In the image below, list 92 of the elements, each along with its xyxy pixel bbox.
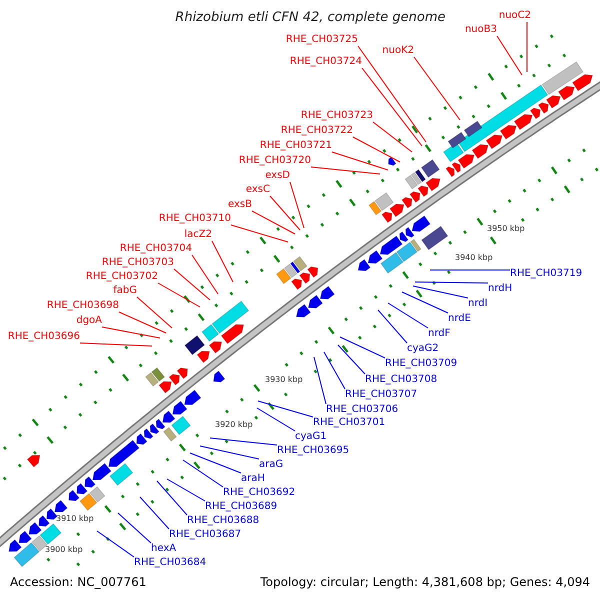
gene-label: nrdE [448, 313, 471, 325]
leader-line [190, 452, 242, 474]
gene-label: cyaG1 [295, 431, 327, 443]
gene-label: RHE_CH03722 [280, 125, 353, 137]
leader-line [80, 342, 152, 346]
gene-label: RHE_CH03689 [205, 501, 278, 513]
scale-label: 3950 kbp [487, 224, 525, 234]
scale-label: 3920 kbp [215, 420, 253, 430]
gene-label: RHE_CH03725 [286, 34, 358, 46]
leader-line [496, 36, 522, 76]
leader-line [182, 460, 224, 488]
leader-line [338, 344, 366, 374]
leader-line [340, 336, 386, 358]
footer-text: Topology: circular; Length: 4,381,608 bp; Genes: 4,094 [260, 575, 590, 589]
leader-line [270, 196, 300, 230]
leader-line [402, 292, 448, 314]
gene-label: nrdF [428, 328, 450, 340]
leader-line [252, 210, 296, 234]
leader-line [310, 166, 380, 174]
leader-line [156, 480, 188, 516]
gene-label: nuoK2 [382, 45, 414, 57]
scale-label: 3900 kbp [45, 545, 83, 555]
leader-line [230, 224, 288, 242]
gene-label: RHE_CH03709 [385, 358, 458, 370]
leader-line [412, 286, 468, 298]
gene-label: RHE_CH03698 [46, 300, 119, 312]
leader-line [314, 356, 326, 404]
gene-label: RHE_CH03723 [300, 110, 373, 122]
gene-label: RHE_CH03692 [223, 487, 296, 499]
gene-label: RHE_CH03702 [86, 271, 158, 283]
leader-line [118, 312, 166, 334]
gene-label: exsD [265, 170, 290, 182]
gene-label: RHE_CH03704 [120, 243, 192, 255]
leader-line [210, 438, 278, 446]
leader-line [352, 136, 400, 162]
leader-line [378, 310, 408, 344]
leader-line [526, 22, 528, 72]
gene-label: RHE_CH03706 [326, 404, 398, 416]
gene-label: RHE_CH03695 [277, 445, 350, 457]
gene-label: RHE_CH03703 [102, 257, 174, 269]
leader-line [414, 56, 460, 120]
footer-text: Accession: NC_007761 [10, 575, 146, 589]
gene-label: nuoB3 [464, 24, 497, 36]
gene-label: RHE_CH03710 [158, 213, 231, 225]
leader-line [362, 68, 422, 146]
gene-label: RHE_CH03707 [345, 389, 418, 401]
leader-line [372, 122, 412, 152]
gene-label: RHE_CH03708 [365, 374, 438, 386]
scale-label: 3940 kbp [455, 253, 493, 263]
leader-line [118, 512, 152, 544]
leader-line [166, 478, 206, 502]
leader-line [96, 530, 134, 558]
gene-label: hexA [151, 543, 176, 555]
gene-label: nuoC2 [498, 10, 531, 22]
leader-line [140, 496, 170, 530]
gene-label: RHE_CH03687 [169, 529, 242, 541]
leader-line [358, 46, 426, 142]
gene-label: lacZ2 [184, 229, 212, 241]
gene-label: dgoA [76, 315, 102, 327]
leader-line [414, 282, 488, 284]
leader-line [388, 302, 428, 328]
leader-line [212, 240, 234, 282]
leader-line [324, 352, 346, 390]
gene-label: RHE_CH03721 [260, 140, 332, 152]
gene-label: RHE_CH03720 [238, 155, 311, 167]
gene-label: RHE_CH03719 [510, 268, 582, 280]
leader-line [290, 182, 304, 228]
gene-label: exsC [246, 184, 270, 196]
leader-line [136, 296, 172, 328]
leader-line [256, 408, 296, 432]
leader-line [174, 268, 210, 300]
scale-label: 3910 kbp [56, 514, 94, 524]
gene-label: araG [259, 459, 284, 471]
leader-line [258, 400, 314, 418]
scale-label: 3930 kbp [265, 375, 303, 385]
gene-label: exsB [228, 199, 252, 211]
gene-label: RHE_CH03688 [187, 515, 260, 527]
gene-label: nrdI [468, 298, 488, 310]
gene-label: fabG [113, 285, 137, 297]
gene-label: araH [241, 473, 265, 485]
leader-line [102, 326, 160, 338]
leader-line [192, 254, 218, 294]
leader-line [200, 446, 260, 460]
gene-label: RHE_CH03684 [134, 557, 206, 569]
gene-label: nrdH [488, 283, 512, 295]
gene-label: RHE_CH03701 [313, 417, 386, 429]
gene-label: RHE_CH03696 [8, 331, 80, 343]
diagram-title: Rhizobium etli CFN 42, complete genome [175, 11, 446, 25]
gene-label: RHE_CH03724 [290, 56, 362, 68]
leader-line [158, 282, 200, 308]
leader-line [332, 152, 388, 170]
gene-label: cyaG2 [407, 343, 439, 355]
